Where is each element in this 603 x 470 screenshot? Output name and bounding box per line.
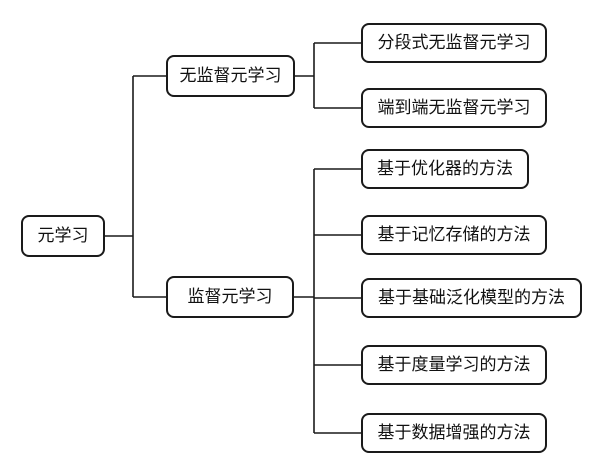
node-data-augmentation-methods: 基于数据增强的方法 [361,413,547,453]
node-end-to-end-unsupervised-label: 端到端无监督元学习 [378,98,531,118]
node-generalization-model-methods: 基于基础泛化模型的方法 [361,278,582,318]
connectors [104,42,362,434]
node-data-augmentation-methods-label: 基于数据增强的方法 [378,423,531,443]
node-memory-storage-methods: 基于记忆存储的方法 [361,215,547,255]
node-unsupervised-meta-learning-label: 无监督元学习 [180,66,282,86]
node-metric-learning-methods: 基于度量学习的方法 [361,345,547,385]
node-end-to-end-unsupervised: 端到端无监督元学习 [361,88,547,128]
node-supervised-meta-learning-label: 监督元学习 [188,287,273,307]
node-meta-learning: 元学习 [21,215,105,257]
node-optimizer-methods-label: 基于优化器的方法 [377,159,513,179]
node-memory-storage-methods-label: 基于记忆存储的方法 [378,225,531,245]
node-supervised-meta-learning: 监督元学习 [166,276,294,318]
node-generalization-model-methods-label: 基于基础泛化模型的方法 [378,288,565,308]
node-meta-learning-label: 元学习 [38,226,89,246]
node-optimizer-methods: 基于优化器的方法 [361,149,529,189]
node-metric-learning-methods-label: 基于度量学习的方法 [378,355,531,375]
node-unsupervised-meta-learning: 无监督元学习 [166,55,295,97]
node-segmented-unsupervised-label: 分段式无监督元学习 [378,33,531,53]
node-segmented-unsupervised: 分段式无监督元学习 [361,23,547,63]
